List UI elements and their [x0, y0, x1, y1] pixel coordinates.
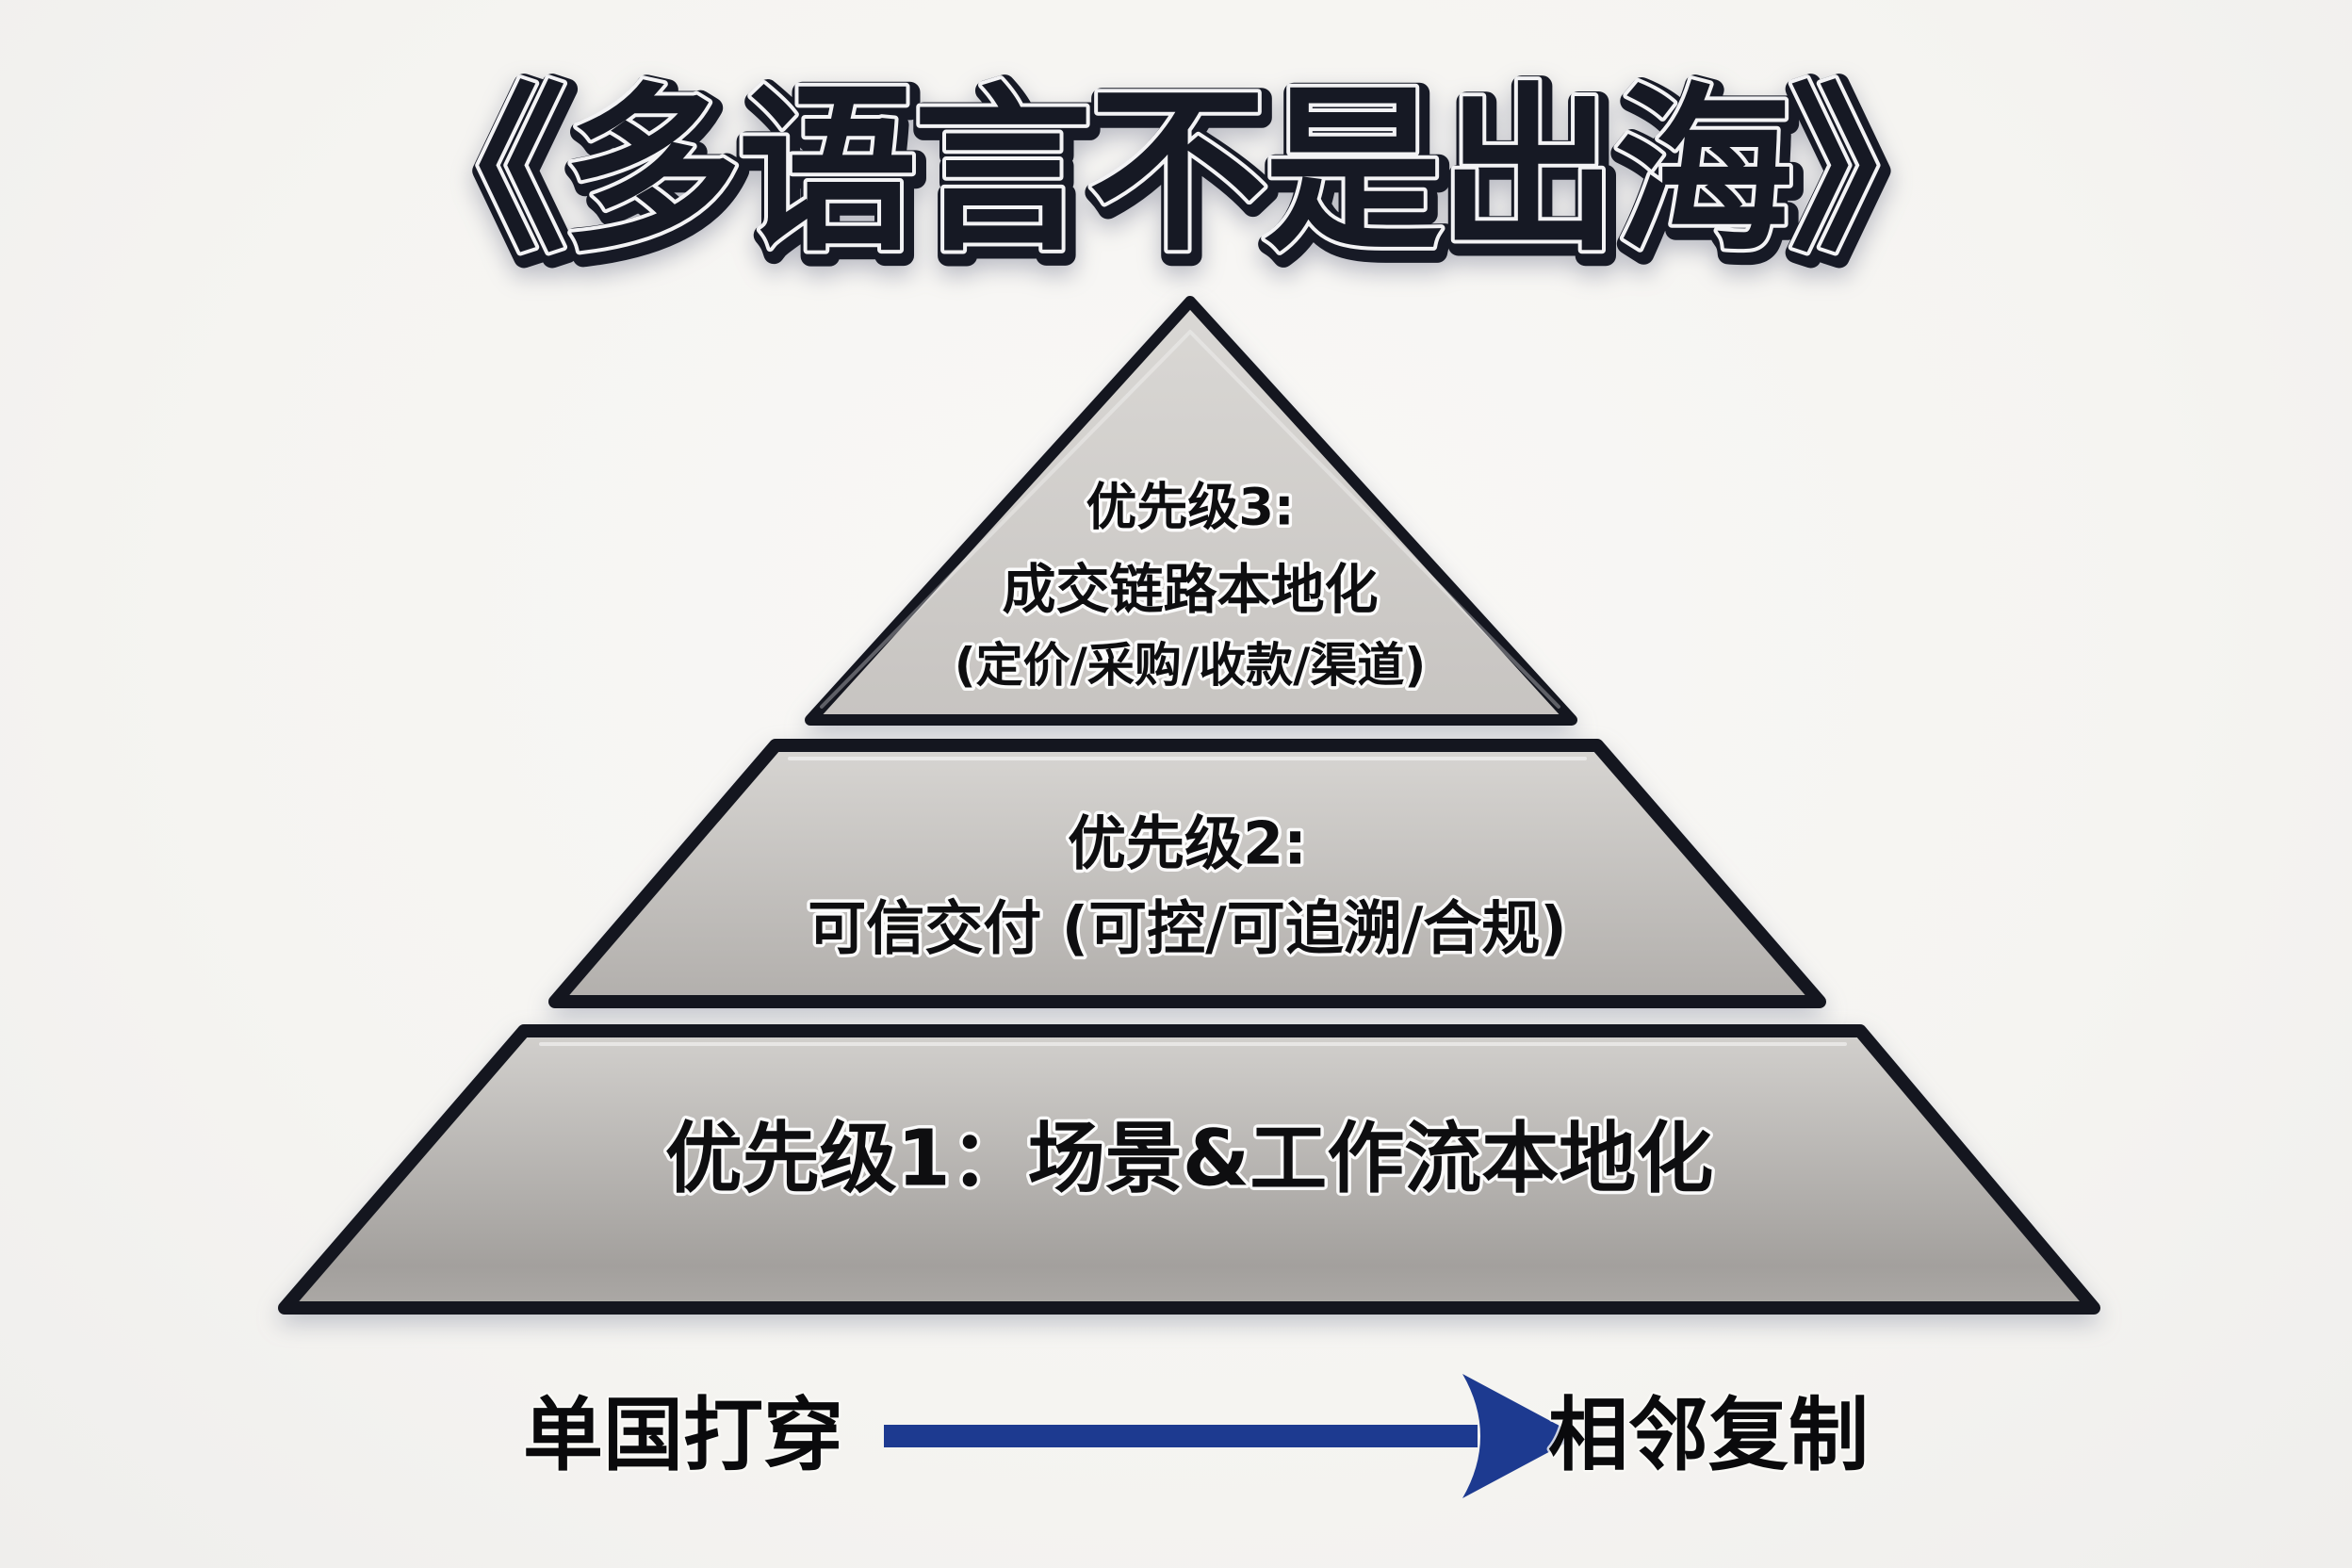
tier-priority-3-shape — [805, 296, 1577, 726]
tier-priority-3-line-3: (定价/采购/收款/渠道) — [955, 638, 1427, 693]
tier-priority-2-shape — [548, 739, 1826, 1008]
tier-priority-3-line-2: 成交链路本地化 — [1003, 559, 1379, 621]
footer-left-label: 单国打穿 — [523, 1390, 843, 1483]
tier-priority-1-line-1: 优先级1：场景&工作流本地化 — [665, 1115, 1714, 1204]
tier-priority-2-line-2: 可信交付 (可控/可追溯/合规) — [808, 894, 1567, 963]
footer-strategy-axis: 单国打穿 相邻复制 — [520, 1374, 1871, 1498]
title-banner: 《多语言不是出海》 《多语言不是出海》 《多语言不是出海》 — [381, 63, 1983, 292]
tier-priority-1-shape — [278, 1024, 2100, 1315]
tier-priority-1: 优先级1：场景&工作流本地化 — [278, 1024, 2100, 1315]
tier-priority-3-bevel-highlight — [820, 330, 1560, 709]
title-text: 《多语言不是出海》 — [387, 68, 1965, 276]
tier-priority-2-line-1: 优先级2: — [1068, 809, 1307, 878]
footer-right-label: 相邻复制 — [1548, 1390, 1869, 1483]
tier-priority-3: 优先级3: 成交链路本地化 (定价/采购/收款/渠道) — [805, 296, 1577, 726]
title-text-white-outline: 《多语言不是出海》 — [387, 68, 1965, 276]
tier-priority-3-line-1: 优先级3: — [1086, 478, 1294, 537]
title-text-outer-outline: 《多语言不是出海》 — [391, 74, 1968, 282]
arrow-head-icon — [1462, 1374, 1575, 1498]
tier-priority-2: 优先级2: 可信交付 (可控/可追溯/合规) — [548, 739, 1826, 1008]
